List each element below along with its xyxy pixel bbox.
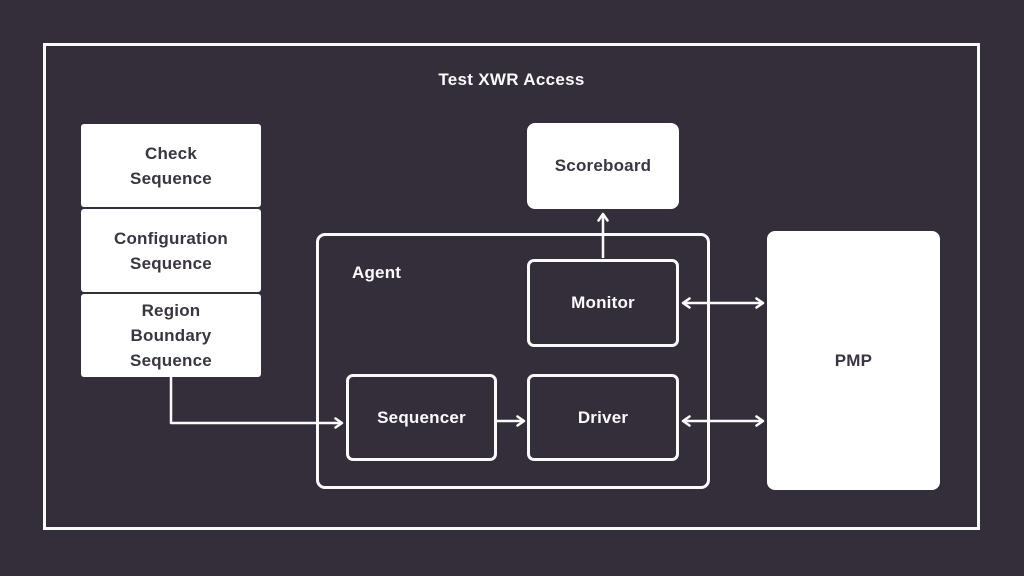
node-label: Configuration Sequence xyxy=(113,228,229,273)
node-label: Monitor xyxy=(571,293,635,312)
node-label: PMP xyxy=(834,350,873,370)
node-label: Check Sequence xyxy=(130,143,212,188)
node-label: Driver xyxy=(577,407,629,427)
node-scoreboard: Scoreboard xyxy=(527,123,679,209)
node-label: Region Boundary Sequence xyxy=(130,301,212,370)
node-sequencer: Sequencer xyxy=(346,374,497,461)
node-configuration-sequence: Configuration Sequence xyxy=(81,209,261,292)
node-label: Scoreboard xyxy=(554,156,652,175)
node-agent: Agent xyxy=(316,233,710,489)
test-boundary-box: Test XWR Access xyxy=(43,43,980,530)
diagram-title: Test XWR Access xyxy=(438,70,585,89)
node-check-sequence: Check Sequence xyxy=(81,124,261,207)
node-driver: Driver xyxy=(527,374,679,461)
node-monitor: Monitor xyxy=(527,259,679,347)
sequence-stack: Check Sequence Configuration Sequence Re… xyxy=(81,124,261,377)
node-label: Agent xyxy=(352,263,402,282)
node-region-boundary-sequence: Region Boundary Sequence xyxy=(81,294,261,377)
node-label: Sequencer xyxy=(377,407,466,427)
node-pmp: PMP xyxy=(767,231,940,490)
